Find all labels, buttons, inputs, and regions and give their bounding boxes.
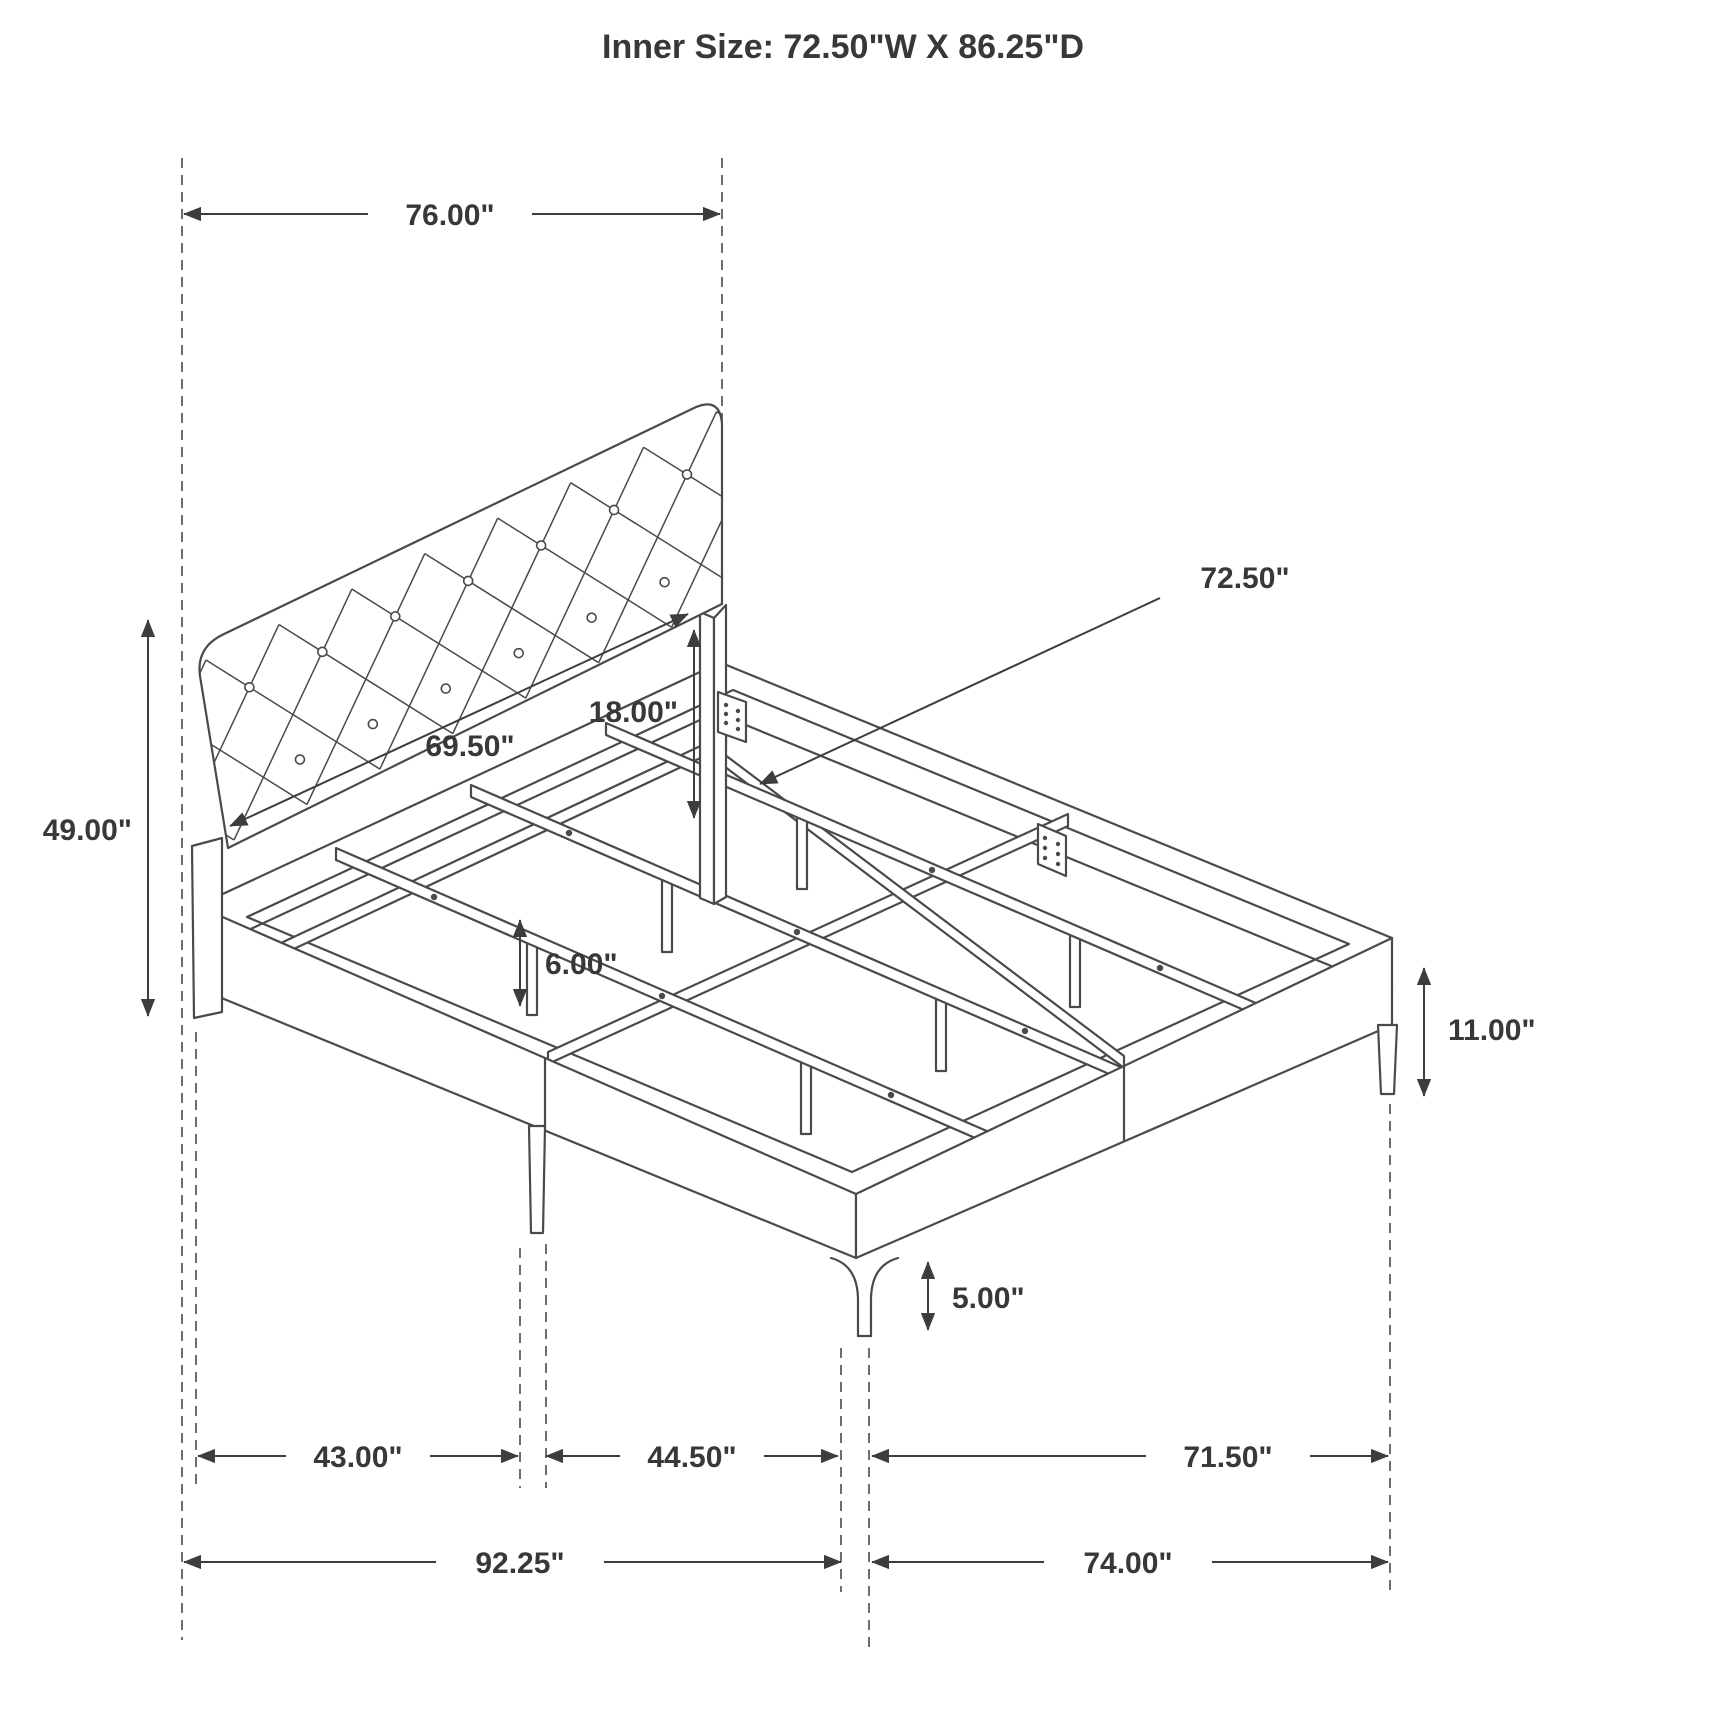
dim-label-7150: 71.50" [1183,1441,1272,1474]
screw-dot [1021,1027,1029,1035]
dim-head-to-center-leg: 43.00" [197,1441,519,1474]
dim-label-49: 49.00" [43,814,132,847]
tuft-button [513,647,525,659]
tuft-button [462,575,474,587]
screw-dot [430,893,438,901]
dim-label-5: 5.00" [952,1282,1025,1315]
dim-label-43: 43.00" [313,1441,402,1474]
bolt-hole [1042,835,1048,841]
tuft-button [440,683,452,694]
dim-foot-leg-height: 5.00" [920,1261,1025,1331]
frame-faces [200,906,1394,1260]
dimensions: 76.00" 49.00" 69.50" 18.00" 72.50" 6.00"… [43,199,1536,1580]
center-bracket [1036,822,1068,878]
post-bracket [716,690,748,744]
bolt-hole [1055,861,1061,867]
dim-inner-width-leader: 72.50" [759,562,1290,785]
bolt-hole [1042,845,1048,851]
dim-label-74: 74.00" [1083,1547,1172,1580]
bolt-hole [1055,851,1061,857]
tuft-button [317,646,328,658]
bolt-hole [735,726,741,732]
tuft-button [586,612,597,623]
mid-left-leg [527,1124,547,1235]
dim-overall-width-bottom: 74.00" [871,1547,1389,1580]
dim-headboard-panel-height: 18.00" [589,629,702,819]
slat-leg [1068,931,1082,1009]
page-title: Inner Size: 72.50"W X 86.25"D [602,28,1084,66]
tuft-button [367,718,379,730]
slat-leg [934,995,948,1073]
dim-overall-depth: 92.25" [183,1547,842,1580]
right-corner-leg [1376,1023,1399,1096]
bolt-hole [723,702,729,708]
tuft-button [244,681,255,693]
headboard-right-post-side [712,603,728,906]
tuft-button [535,540,547,551]
bed-drawing [190,403,1399,1338]
dim-overall-width-top: 76.00" [183,199,721,232]
bolt-hole [723,711,729,717]
dim-slat-leg-height: 6.00" [512,919,618,1007]
bracket-plate [1036,822,1068,878]
dim-label-7250: 72.50" [1200,562,1289,595]
slat-leg [660,876,674,954]
tuft-button [659,576,670,588]
center-support-rail [698,734,1126,1070]
dim-foot-width: 71.50" [871,1441,1389,1474]
tuft-button [681,469,693,480]
bolt-hole [723,720,729,726]
dim-headboard-width: 69.50" [229,613,689,827]
foot-center-leg [829,1256,900,1338]
tuft-button [608,504,620,516]
dim-headboard-total-height: 49.00" [43,619,156,1017]
headboard-right-post-front [698,610,716,906]
tuft-button [294,754,306,765]
slat-leg [795,813,809,891]
dim-label-9225: 92.25" [475,1547,564,1580]
legs [527,1023,1399,1338]
screw-dot [658,992,666,1000]
extension-lines [181,158,1391,1648]
screw-dot [1156,964,1164,972]
bolt-hole [1042,855,1048,861]
slat-leg [799,1058,813,1136]
screw-dot [887,1091,895,1099]
screw-dot [565,829,573,837]
dim-center-leg-to-foot: 44.50" [545,1441,839,1474]
tuft-button [389,611,401,622]
dim-label-76: 76.00" [405,199,494,232]
screw-dot [928,866,936,874]
dim-side-rail-height: 11.00" [1416,967,1536,1097]
far-rail-top-edge [722,662,1394,940]
slat-leg [525,939,539,1017]
screw-dot [793,928,801,936]
dim-label-18: 18.00" [589,696,678,729]
bolt-hole [735,717,741,723]
bracket-plate [716,690,748,744]
frame-inner [210,662,1394,1174]
bolt-hole [1055,841,1061,847]
dim-label-6950: 69.50" [425,730,514,763]
foot-leg-flare-left [829,1256,860,1338]
dim-label-6: 6.00" [545,948,618,981]
dim-label-11: 11.00" [1448,1014,1536,1047]
foot-leg-flare-right [869,1256,900,1338]
dim-label-4450: 44.50" [647,1441,736,1474]
headboard-left-post [190,836,224,1020]
bolt-hole [735,708,741,714]
